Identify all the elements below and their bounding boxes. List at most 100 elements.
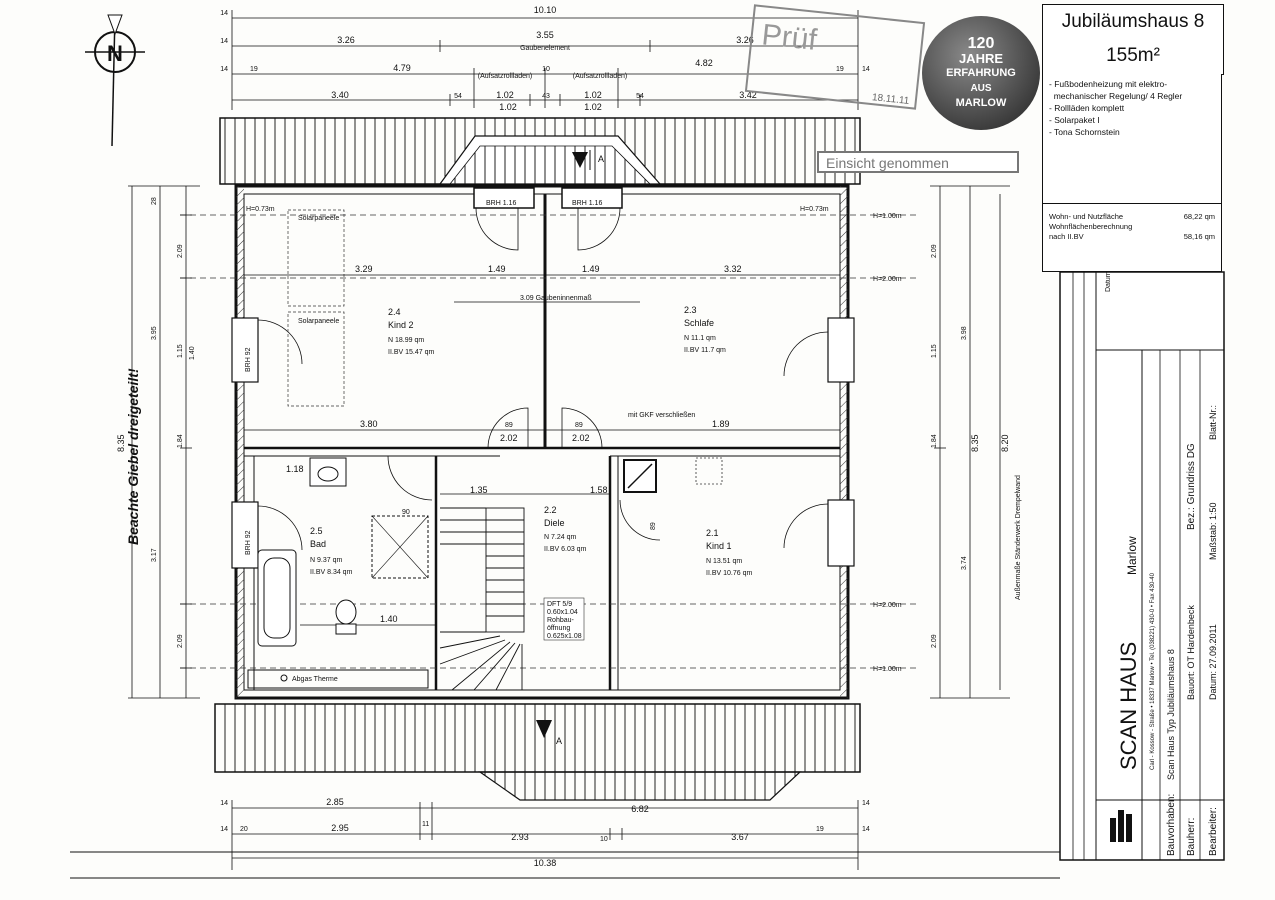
chimney bbox=[623, 457, 723, 493]
feature-list: - Fußbodenheizung mit elektro- mechanisc… bbox=[1042, 74, 1222, 204]
staircase bbox=[439, 507, 525, 691]
calc-label-1: Wohn- und Nutzfläche bbox=[1049, 212, 1124, 221]
dim-top-10: 10 bbox=[542, 66, 550, 73]
dim-bottom-14c: 14 bbox=[862, 800, 870, 807]
dft-3: Rohbau- bbox=[547, 617, 575, 624]
dim-left-c: 1.15 bbox=[177, 344, 184, 358]
dim-bottom-e: 3.67 bbox=[731, 832, 749, 842]
pruef-stamp-date: 18.11.11 bbox=[871, 92, 910, 107]
dim-left-g: 2.09 bbox=[177, 634, 184, 648]
dim-bottom-10: 10 bbox=[600, 836, 608, 843]
badge-line-2: JAHRE bbox=[958, 50, 1004, 66]
brh92-b: BRH 92 bbox=[245, 530, 252, 555]
room-id: 2.3 bbox=[684, 305, 697, 315]
room-name: Diele bbox=[544, 518, 565, 528]
blatt: Blatt-Nr.: bbox=[1208, 405, 1218, 440]
dim-top-total: 10.10 bbox=[534, 5, 557, 15]
dim-89b: 89 bbox=[575, 422, 583, 429]
gkf-note: mit GKF verschließen bbox=[628, 412, 695, 419]
dim-89c: 89 bbox=[650, 522, 657, 530]
dim-top-b: 3.55 bbox=[536, 30, 554, 40]
h200-bottom: H=2.00m bbox=[873, 602, 902, 609]
bottom-dimensions bbox=[231, 800, 859, 870]
dim-149b: 1.49 bbox=[582, 264, 600, 274]
room-kind2: 2.4 Kind 2 N 18.99 qm II.BV 15.47 qm bbox=[388, 307, 434, 356]
solar-label-2: Solarpaneele bbox=[298, 318, 339, 325]
dim-top-m: 1.02 bbox=[499, 102, 517, 112]
dim-right-c: 1.15 bbox=[931, 344, 938, 358]
room-id: 2.2 bbox=[544, 505, 557, 515]
left-dimensions bbox=[128, 185, 200, 699]
dim-left-d: 1.40 bbox=[189, 346, 196, 360]
feature-item: - Solarpaket I bbox=[1049, 115, 1100, 125]
dim-gauben: 3.09 Gaubeninnenmaß bbox=[520, 295, 592, 302]
dim-top-19r: 19 bbox=[836, 66, 844, 73]
bauvorhaben-label: Bauvorhaben: bbox=[1166, 794, 1177, 856]
company-city: Marlow bbox=[1125, 536, 1139, 575]
bearbeiter-label: Bearbeiter: bbox=[1208, 807, 1219, 856]
dim-140: 1.40 bbox=[380, 614, 398, 624]
room-kind1: 2.1 Kind 1 N 13.51 qm II.BV 10.76 qm bbox=[706, 528, 752, 577]
massstab: Maßstab: 1:50 bbox=[1208, 502, 1218, 560]
pruef-stamp-text: Prüf bbox=[760, 18, 819, 57]
dim-top-14d: 14 bbox=[862, 66, 870, 73]
dim-135: 1.35 bbox=[470, 485, 488, 495]
bauvorhaben-value: Scan Haus Typ Jubiläumshaus 8 bbox=[1166, 649, 1176, 780]
dim-left-b: 3.95 bbox=[151, 326, 158, 340]
interior-doors bbox=[387, 407, 661, 541]
dim-bottom-14d: 14 bbox=[862, 826, 870, 833]
dim-bottom-b: 6.82 bbox=[631, 804, 649, 814]
room-name: Kind 1 bbox=[706, 541, 732, 551]
room-diele: 2.2 Diele N 7.24 qm II.BV 6.03 qm bbox=[544, 505, 587, 553]
north-compass-icon: N bbox=[85, 14, 145, 147]
room-area-ii: II.BV 6.03 qm bbox=[544, 546, 587, 553]
room-id: 2.4 bbox=[388, 307, 401, 317]
utility-strip bbox=[247, 669, 429, 689]
feature-item: mechanischer Regelung/ 4 Regler bbox=[1049, 91, 1183, 101]
aufsatz-label-2: (Aufsatzrollladen) bbox=[573, 73, 627, 80]
bauort: Bauort: OT Hardenbeck bbox=[1186, 605, 1196, 700]
dim-top-f: 3.40 bbox=[331, 90, 349, 100]
section-marker-top: A bbox=[598, 154, 604, 164]
dim-left-f: 3.17 bbox=[151, 548, 158, 562]
dim-top-l: 3.42 bbox=[739, 90, 757, 100]
dim-right-a: 2.09 bbox=[931, 244, 938, 258]
interior-walls bbox=[244, 194, 840, 690]
pruef-stamp bbox=[744, 4, 926, 110]
gable-note: Beachte Giebel dreigeteilt! bbox=[125, 368, 141, 545]
dim-top-19l: 19 bbox=[250, 66, 258, 73]
dim-top-k: 54 bbox=[636, 93, 644, 100]
bathroom-fixtures bbox=[257, 457, 429, 647]
dim-top-14b: 14 bbox=[220, 38, 228, 45]
dim-118: 1.18 bbox=[286, 464, 304, 474]
dim-top-j: 1.02 bbox=[584, 90, 602, 100]
house-title: Jubiläumshaus 8 bbox=[1042, 4, 1224, 40]
h073-b: H=0.73m bbox=[800, 206, 829, 213]
dim-89a: 89 bbox=[505, 422, 513, 429]
anniversary-stamp: 120 JAHRE ERFAHRUNG AUS MARLOW bbox=[922, 16, 1040, 130]
feature-item: - Fußbodenheizung mit elektro- bbox=[1049, 79, 1168, 89]
badge-line-4: AUS bbox=[970, 82, 992, 94]
dim-bottom-14a: 14 bbox=[220, 800, 228, 807]
calc-value-2: 58,16 qm bbox=[1183, 232, 1215, 241]
dft-5: 0.625x1.08 bbox=[547, 633, 582, 640]
bez: Bez.: Grundriss DG bbox=[1186, 443, 1197, 530]
dim-top-a: 3.26 bbox=[337, 35, 355, 45]
dft-box bbox=[543, 597, 585, 641]
dim-top-c: 3.26 bbox=[736, 35, 754, 45]
dim-top-i: 43 bbox=[542, 93, 550, 100]
dim-bottom-20: 20 bbox=[240, 826, 248, 833]
room-name: Kind 2 bbox=[388, 320, 414, 330]
room-id: 2.1 bbox=[706, 528, 719, 538]
abgas-label: Abgas Therme bbox=[292, 676, 338, 683]
room-schlafe: 2.3 Schlafe N 11.1 qm II.BV 11.7 qm bbox=[684, 305, 726, 354]
dim-bottom-19: 19 bbox=[816, 826, 824, 833]
room-area-ii: II.BV 15.47 qm bbox=[388, 349, 434, 356]
roof-top bbox=[219, 117, 861, 185]
outer-note: Außenmaße Ständerwerk Drempelwand bbox=[1015, 475, 1022, 600]
right-dimensions bbox=[930, 185, 1010, 699]
side-windows bbox=[231, 317, 855, 569]
feature-item: - Rollläden komplett bbox=[1049, 103, 1125, 113]
